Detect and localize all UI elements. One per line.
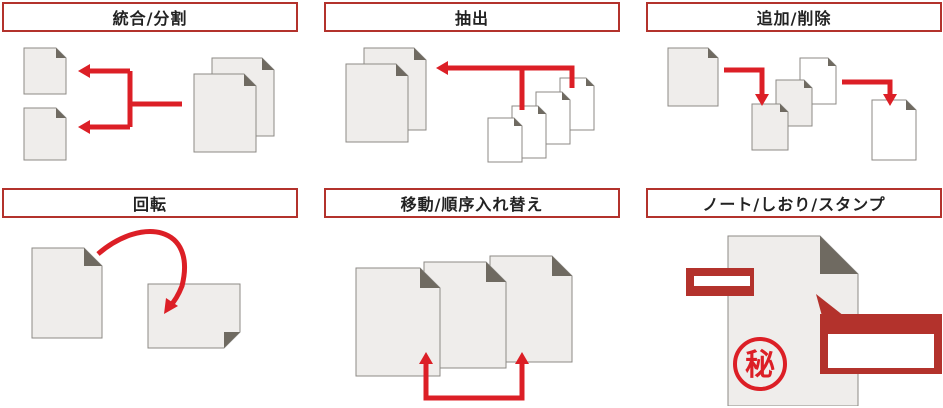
extract-arrow — [436, 61, 575, 110]
document-icon — [355, 267, 441, 377]
document-icon — [667, 47, 719, 107]
stamp-icon — [733, 337, 787, 391]
panel-title: 追加/削除 — [646, 2, 942, 32]
bookmark-icon — [686, 268, 754, 296]
rotated-document-icon — [147, 283, 241, 349]
add-arrow — [724, 67, 769, 106]
deleted-document-icon — [871, 99, 917, 161]
document-stack-icon — [193, 57, 275, 153]
stamp-character: 秘 — [745, 348, 775, 383]
document-icon — [423, 261, 507, 369]
reorder-arrow — [419, 352, 529, 401]
add-delete-illustration — [667, 47, 917, 161]
note-icon — [816, 294, 942, 374]
panel-title: 統合/分割 — [2, 2, 298, 32]
rotate-arrow — [96, 229, 187, 314]
split-arrow — [78, 64, 182, 134]
document-stack-icon — [345, 47, 427, 143]
panel-title: 回転 — [2, 188, 298, 218]
merge-split-illustration — [23, 47, 275, 161]
rotate-illustration — [31, 229, 241, 349]
document-icon — [23, 47, 67, 95]
move-reorder-illustration — [355, 255, 573, 401]
extract-illustration — [345, 47, 595, 163]
panel-title: 抽出 — [324, 2, 620, 32]
document-set — [751, 57, 837, 151]
panel-title: ノート/しおり/スタンプ — [646, 188, 942, 218]
delete-arrow — [842, 79, 897, 106]
small-document-set — [487, 77, 595, 163]
note-bookmark-stamp-illustration — [686, 235, 942, 406]
document-icon — [23, 107, 67, 161]
panel-title: 移動/順序入れ替え — [324, 188, 620, 218]
document-icon — [31, 247, 103, 339]
